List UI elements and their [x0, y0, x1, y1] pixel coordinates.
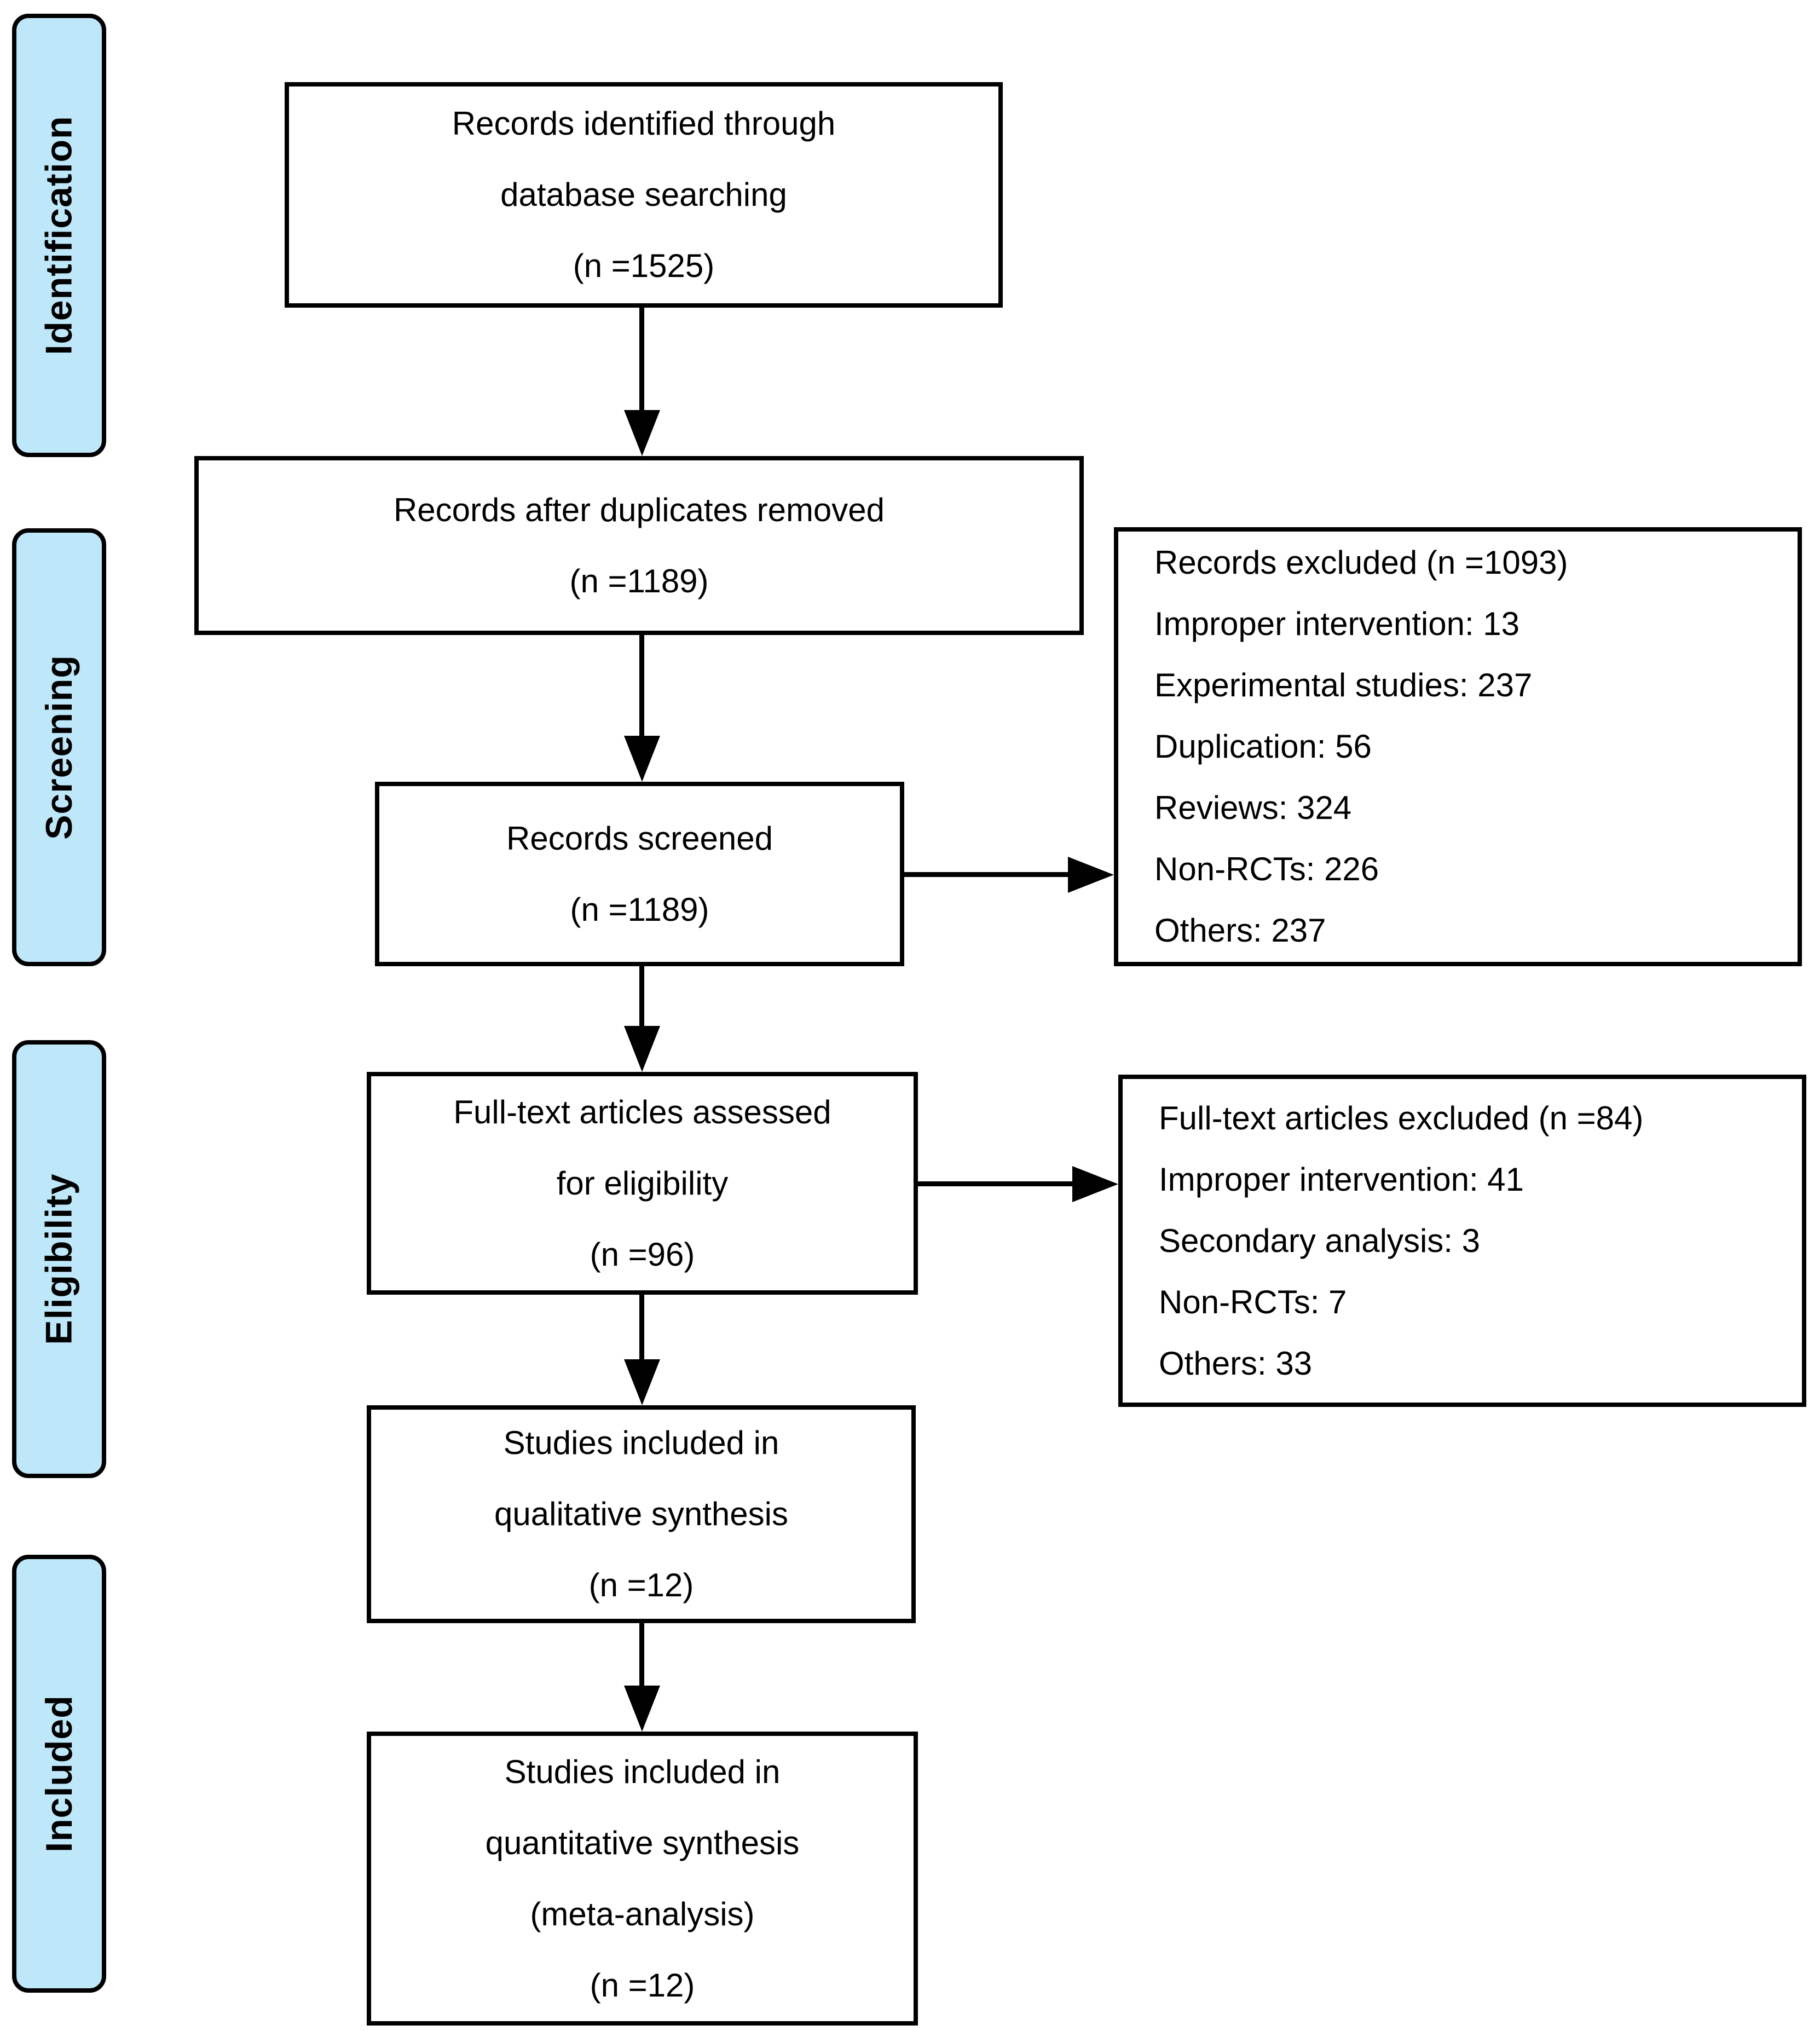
box-line: Studies included in	[504, 1753, 781, 1790]
box-line: Studies included in	[503, 1424, 779, 1461]
flow-box-records-after-duplicates: Records after duplicates removed (n =118…	[194, 456, 1084, 635]
box-line: (n =12)	[588, 1567, 694, 1603]
stage-tab-included: Included	[12, 1555, 106, 1993]
down-arrow-identified-to-duplicates	[639, 308, 644, 411]
box-line: (n =96)	[590, 1236, 695, 1273]
box-line: Non-RCTs: 226	[1154, 851, 1379, 887]
down-arrow-qualitative-to-quantitative	[639, 1623, 644, 1687]
down-arrow-duplicates-to-screened	[639, 635, 644, 737]
box-line: Full-text articles excluded (n =84)	[1159, 1099, 1644, 1136]
down-arrow-screened-to-fulltext	[639, 966, 644, 1027]
box-line: Records excluded (n =1093)	[1154, 544, 1568, 581]
box-line: (meta-analysis)	[530, 1895, 755, 1932]
box-line: quantitative synthesis	[485, 1824, 800, 1861]
side-box-records-excluded: Records excluded (n =1093) Improper inte…	[1114, 527, 1802, 966]
flow-box-qualitative-included: Studies included in qualitative synthesi…	[367, 1405, 916, 1623]
box-line: database searching	[500, 176, 787, 213]
box-line: Non-RCTs: 7	[1159, 1283, 1347, 1320]
box-line: (n =1189)	[570, 891, 709, 928]
box-line: Secondary analysis: 3	[1159, 1222, 1480, 1259]
box-line: for eligibility	[556, 1164, 729, 1202]
stage-label-eligibility: Eligibility	[38, 1173, 80, 1345]
stage-label-identification: Identification	[38, 116, 80, 355]
box-line: (n =12)	[590, 1966, 695, 2004]
box-line: Improper intervention: 13	[1154, 605, 1520, 642]
box-line: Full-text articles assessed	[453, 1093, 831, 1130]
right-arrow-fulltext-to-excluded	[918, 1181, 1073, 1186]
box-line: (n =1525)	[573, 247, 715, 284]
flow-box-records-screened: Records screened (n =1189)	[375, 782, 904, 966]
stage-label-screening: Screening	[38, 655, 80, 840]
right-arrow-screened-to-excluded	[904, 872, 1069, 877]
box-line: Records identified through	[452, 105, 836, 142]
flow-box-records-identified: Records identified through database sear…	[285, 82, 1003, 308]
stage-label-included: Included	[38, 1695, 80, 1853]
box-line: Duplication: 56	[1154, 728, 1372, 765]
box-line: Reviews: 324	[1154, 789, 1352, 826]
box-line: (n =1189)	[569, 562, 709, 599]
box-line: qualitative synthesis	[494, 1496, 788, 1532]
flow-box-fulltext-assessed: Full-text articles assessed for eligibil…	[367, 1072, 918, 1295]
box-line: Records screened	[506, 820, 773, 857]
side-box-fulltext-excluded: Full-text articles excluded (n =84) Impr…	[1118, 1075, 1806, 1407]
stage-tab-screening: Screening	[12, 528, 106, 966]
box-line: Improper intervention: 41	[1159, 1161, 1524, 1198]
box-line: Others: 33	[1159, 1345, 1313, 1382]
stage-tab-eligibility: Eligibility	[12, 1040, 106, 1478]
down-arrow-fulltext-to-qualitative	[639, 1295, 644, 1360]
box-line: Others: 237	[1154, 912, 1326, 949]
box-line: Experimental studies: 237	[1154, 667, 1533, 703]
stage-tab-identification: Identification	[12, 14, 106, 457]
flow-box-quantitative-included: Studies included in quantitative synthes…	[367, 1732, 918, 2026]
box-line: Records after duplicates removed	[393, 491, 885, 528]
